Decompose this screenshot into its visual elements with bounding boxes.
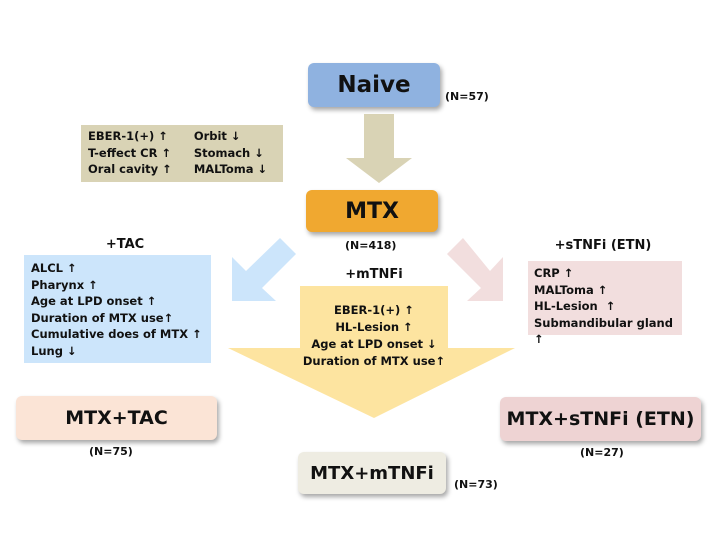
- arrow-mtx-to-mtnfi: [228, 286, 515, 418]
- feature-item: Oral cavity ↑: [88, 162, 172, 176]
- feature-item: HL-Lesion ↑: [335, 320, 413, 334]
- feature-item: EBER-1(+) ↑: [334, 303, 414, 317]
- feature-item: Stomach ↓: [193, 145, 264, 160]
- naive-mtx-left-column: EBER-1(+) ↑ T-effect CR ↑ Oral cavity ↑: [88, 128, 172, 178]
- arrow-mtx-to-stnfi: [447, 238, 503, 301]
- naive-mtx-features-box: EBER-1(+) ↑ T-effect CR ↑ Oral cavity ↑ …: [81, 125, 283, 182]
- feature-item: CRP ↑: [534, 266, 574, 280]
- feature-item: Duration of MTX use↑: [302, 354, 446, 368]
- feature-item: Orbit ↓: [193, 129, 241, 143]
- node-mtx-stnfi-n: (N=27): [580, 446, 624, 459]
- node-naive: Naive: [308, 63, 440, 107]
- node-mtx-tac-n: (N=75): [89, 445, 133, 458]
- feature-item: ALCL ↑: [31, 261, 77, 275]
- feature-item: T-effect CR ↑: [88, 145, 172, 160]
- feature-item: HL-Lesion ↑: [534, 299, 616, 313]
- feature-item: Pharynx ↑: [31, 277, 98, 292]
- node-mtx-tac: MTX+TAC: [16, 396, 217, 440]
- node-mtx-mtnfi-label: MTX+mTNFi: [310, 462, 434, 484]
- feature-item: Cumulative does of MTX ↑: [31, 327, 202, 341]
- feature-item: EBER-1(+) ↑: [88, 129, 168, 143]
- feature-item: Submandibular gland ↑: [534, 315, 673, 347]
- feature-item: MALToma ↓: [193, 162, 268, 176]
- stnfi-title: +sTNFi (ETN): [554, 238, 652, 253]
- tac-title: +TAC: [105, 237, 145, 252]
- node-mtx-n: (N=418): [345, 239, 397, 252]
- mtnfi-title: +mTNFi: [345, 267, 403, 282]
- node-mtx-tac-label: MTX+TAC: [65, 407, 168, 429]
- feature-item: Age at LPD onset ↓: [311, 337, 437, 351]
- feature-item: Age at LPD onset ↑: [31, 294, 157, 308]
- node-naive-n: (N=57): [445, 90, 489, 103]
- feature-item: Duration of MTX use↑: [31, 310, 174, 325]
- mtnfi-features-list: EBER-1(+) ↑ HL-Lesion ↑ Age at LPD onset…: [290, 302, 458, 370]
- naive-mtx-right-column: Orbit ↓ Stomach ↓ MALToma ↓: [194, 128, 267, 178]
- node-mtx-stnfi: MTX+sTNFi (ETN): [500, 397, 701, 441]
- node-naive-label: Naive: [337, 72, 411, 98]
- node-mtx-mtnfi: MTX+mTNFi: [298, 452, 446, 494]
- node-mtx-mtnfi-n: (N=73): [454, 478, 498, 491]
- node-mtx: MTX: [306, 190, 438, 232]
- tac-features-box: ALCL ↑ Pharynx ↑ Age at LPD onset ↑ Dura…: [24, 255, 211, 363]
- node-mtx-stnfi-label: MTX+sTNFi (ETN): [506, 408, 695, 430]
- feature-item: Lung ↓: [31, 343, 77, 358]
- stnfi-features-box: CRP ↑ MALToma ↑ HL-Lesion ↑ Submandibula…: [528, 261, 682, 346]
- feature-item: MALToma ↑: [534, 282, 608, 297]
- node-mtx-label: MTX: [345, 198, 399, 224]
- arrow-naive-to-mtx: [346, 114, 412, 183]
- arrow-mtx-to-tac: [232, 238, 296, 301]
